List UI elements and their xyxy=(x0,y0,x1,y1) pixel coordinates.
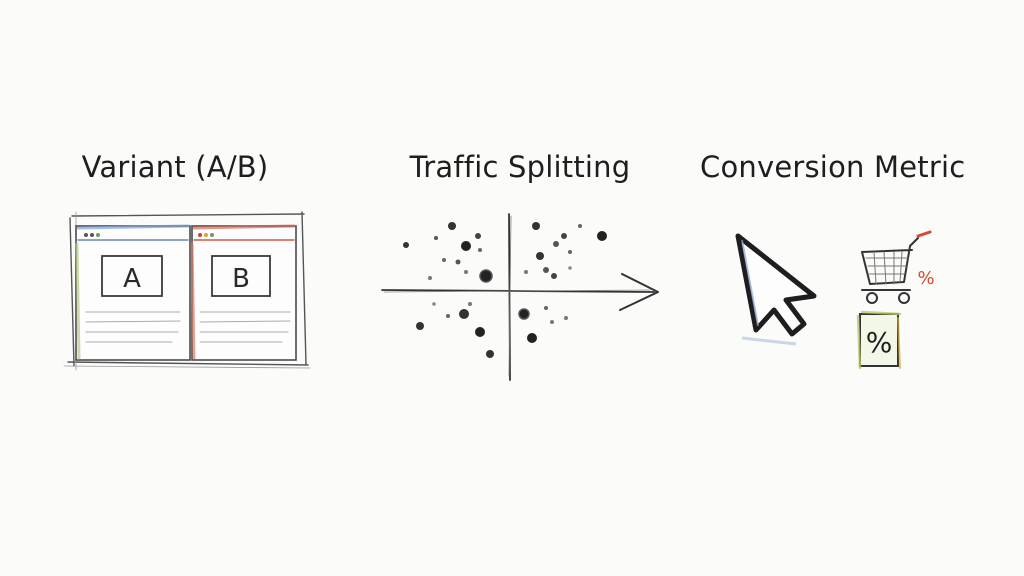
variant-panel: Variant (A/B) A B xyxy=(40,0,311,576)
variant-a-label: A xyxy=(123,264,141,294)
traffic-panel: Traffic Splitting xyxy=(370,0,670,576)
variant-title: Variant (A/B) xyxy=(81,150,269,184)
conversion-panel: Conversion Metric % xyxy=(700,0,966,576)
percent-icon: % xyxy=(856,310,902,370)
variant-b-label: B xyxy=(232,264,250,294)
traffic-dots xyxy=(403,222,607,358)
browser-window-icon: A B xyxy=(63,211,311,371)
split-arrow-icon xyxy=(381,213,659,381)
shopping-cart-icon: % xyxy=(861,230,935,304)
traffic-title: Traffic Splitting xyxy=(409,150,631,184)
mouse-cursor-icon xyxy=(735,233,817,346)
conversion-icons: % % xyxy=(735,230,935,370)
conversion-title: Conversion Metric xyxy=(700,150,966,184)
percent-box-label: % xyxy=(866,326,893,359)
cart-percent-label: % xyxy=(917,268,934,289)
